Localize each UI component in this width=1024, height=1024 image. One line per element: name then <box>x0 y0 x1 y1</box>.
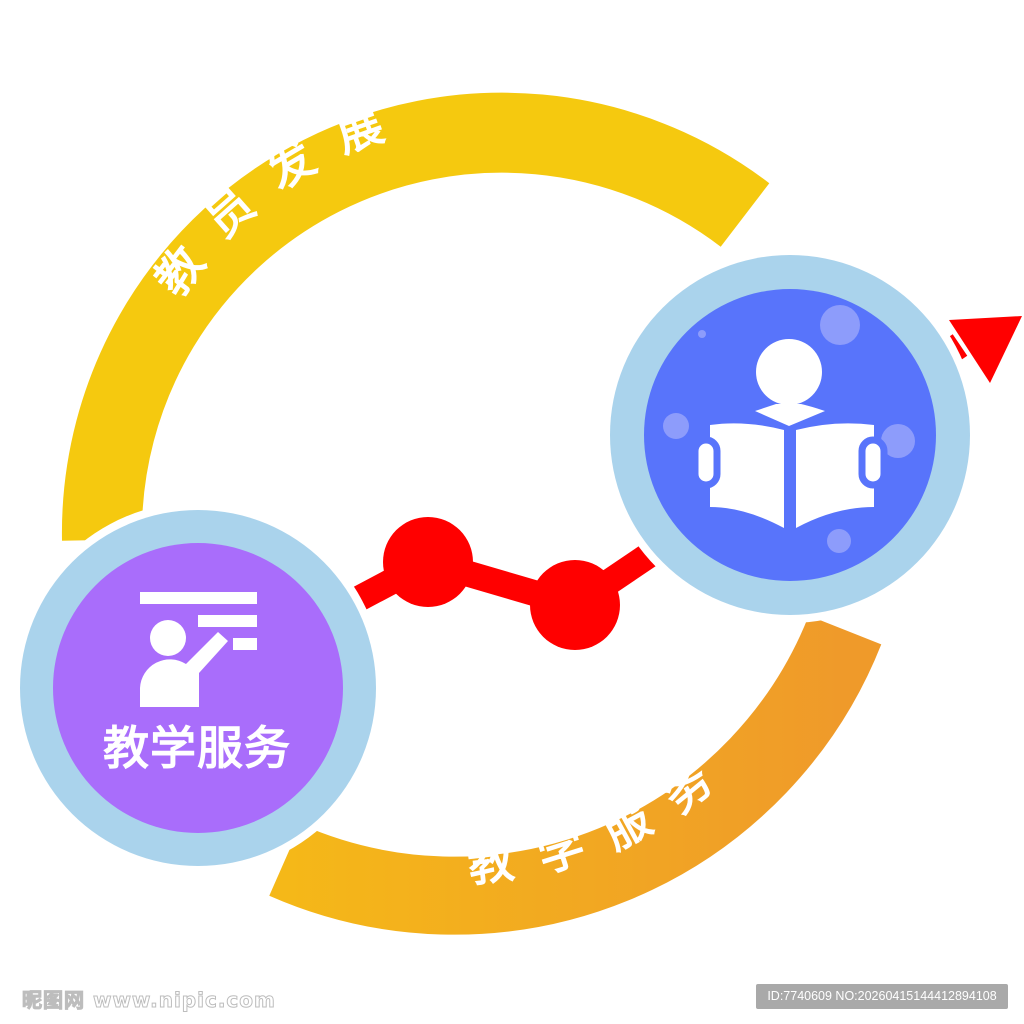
top-arc-label: 教员发展 <box>144 88 416 306</box>
growth-marker-2 <box>530 560 620 650</box>
growth-marker-1 <box>383 517 473 607</box>
bubble-decorations <box>663 305 915 553</box>
site-watermark: 昵图网 www.nipic.com <box>22 988 276 1013</box>
student-reading-book-icon <box>691 339 888 528</box>
left-node-label: 教学服务 <box>103 721 291 775</box>
image-id-badge: ID:7740609 NO:20260415144412894108 <box>756 984 1008 1009</box>
teacher-presenting-icon <box>140 592 257 707</box>
left-node <box>12 502 384 874</box>
right-node <box>602 247 978 623</box>
arrow-head-icon <box>949 316 1022 383</box>
